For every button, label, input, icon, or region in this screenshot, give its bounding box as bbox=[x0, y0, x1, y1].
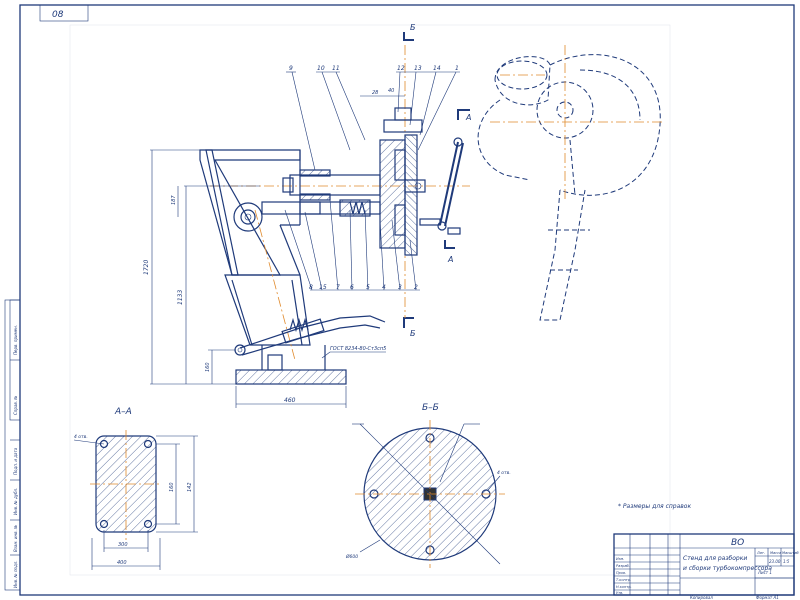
aa-dim-width: 400 bbox=[117, 560, 127, 566]
main-view-stand: Б Б А А bbox=[143, 23, 471, 408]
pos-label-top-3: 11 bbox=[332, 65, 340, 72]
pos-label-top-5: 13 bbox=[414, 65, 422, 72]
row-label-nkontr: Н.контр. bbox=[616, 585, 632, 589]
dim-top-40: 40 bbox=[388, 88, 394, 94]
section-mark-a-top bbox=[457, 109, 470, 120]
pos-label-bottom-5: 5 bbox=[366, 284, 370, 291]
pos-label-bottom-6: 4 bbox=[382, 284, 386, 291]
section-letter-a-bottom: А bbox=[447, 255, 453, 264]
col-header-mass: Масса bbox=[770, 551, 781, 555]
pos-label-top-6: 14 bbox=[433, 65, 441, 72]
pos-label-bottom-3: 7 bbox=[336, 284, 340, 291]
phantom-turbocharger bbox=[477, 45, 665, 321]
format-code-box bbox=[39, 4, 89, 22]
pos-label-bottom-2: 15 bbox=[319, 284, 327, 291]
dim-top-28: 28 bbox=[372, 90, 378, 96]
aa-dim-h1: 160 bbox=[169, 482, 175, 492]
strip-label-1: Перв. примен. bbox=[13, 325, 18, 355]
strip-label-6: Инв. № подл. bbox=[13, 560, 18, 588]
format-code: 08 bbox=[52, 10, 64, 20]
section-bb-title: Б–Б bbox=[422, 403, 439, 413]
section-bb-view: Б–Б 4 отв. Ø600 bbox=[345, 403, 511, 568]
dim-base-width: 460 bbox=[284, 397, 296, 404]
side-strip: Перв. примен. Справ. № Подп. и дата Инв.… bbox=[4, 299, 21, 591]
pos-label-bottom-4: 6 bbox=[350, 284, 354, 291]
col-header-lit: Лит. bbox=[756, 551, 765, 555]
row-label-razrab: Разраб. bbox=[616, 564, 630, 568]
pos-label-bottom-7: 3 bbox=[398, 284, 402, 291]
row-label-tkontr: Т.контр. bbox=[616, 578, 631, 582]
section-mark-b-top bbox=[403, 32, 414, 41]
pos-label-top-1: 9 bbox=[289, 65, 293, 72]
section-mark-a-bottom bbox=[444, 240, 455, 249]
pos-label-top-4: 12 bbox=[397, 65, 405, 72]
strip-label-5: Взам. инв. № bbox=[13, 525, 18, 552]
row-label-utv: Утв. bbox=[616, 591, 623, 595]
pos-label-bottom-1: 8 bbox=[309, 284, 313, 291]
strip-label-2: Справ. № bbox=[13, 396, 18, 415]
col-header-scale: Масштаб bbox=[782, 551, 799, 555]
strip-label-4: Инв. № дубл. bbox=[13, 488, 18, 515]
dim-base-height: 160 bbox=[205, 362, 211, 372]
pos-label-bottom-8: 2 bbox=[414, 284, 418, 291]
pos-label-top-7: 1 bbox=[455, 65, 459, 72]
doc-code: ВО bbox=[731, 538, 744, 548]
section-aa-title: А–А bbox=[114, 407, 132, 417]
section-mark-b-bottom bbox=[403, 317, 414, 328]
mass-value: 23.00 bbox=[769, 559, 781, 564]
bb-dia: Ø600 bbox=[345, 553, 358, 560]
pos-label-top-2: 10 bbox=[317, 65, 325, 72]
section-aa-view: А–А 400 300 160 142 4 отв. bbox=[73, 407, 198, 570]
dim-overall-height: 1720 bbox=[143, 260, 150, 275]
title-line-1: Стенд для разборки bbox=[683, 555, 747, 562]
row-label-izm: Изм. bbox=[616, 557, 624, 561]
scale-value: 1:5 bbox=[783, 559, 790, 564]
aa-dim-h2: 142 bbox=[187, 482, 193, 492]
bb-hole-note: 4 отв. bbox=[497, 470, 511, 476]
row-label-prov: Пров. bbox=[616, 571, 626, 575]
sheet-number: Лист 1 bbox=[757, 570, 772, 575]
dim-column-height: 1133 bbox=[177, 290, 184, 305]
sizes-note: * Размеры для справок bbox=[618, 503, 691, 510]
footer-copied: Копировал bbox=[690, 595, 713, 600]
aa-holes-note: 4 отв. bbox=[74, 434, 88, 440]
section-letter-a-top: А bbox=[465, 113, 471, 122]
section-letter-b-bottom: Б bbox=[410, 329, 416, 338]
title-line-2: и сборки турбокомпрессора bbox=[683, 565, 772, 572]
section-letter-b-top: Б bbox=[410, 23, 416, 32]
inner-border bbox=[69, 24, 671, 576]
footer-format: Формат А1 bbox=[756, 595, 779, 600]
dim-mid: 187 bbox=[171, 195, 177, 205]
fit-note: ГОСТ 8234-80-Ст3сп5 bbox=[330, 346, 386, 352]
title-block: ВО Стенд для разборки и сборки турбокомп… bbox=[613, 533, 799, 596]
strip-label-3: Подп. и дата bbox=[13, 447, 18, 475]
aa-dim-inner: 300 bbox=[118, 542, 128, 548]
